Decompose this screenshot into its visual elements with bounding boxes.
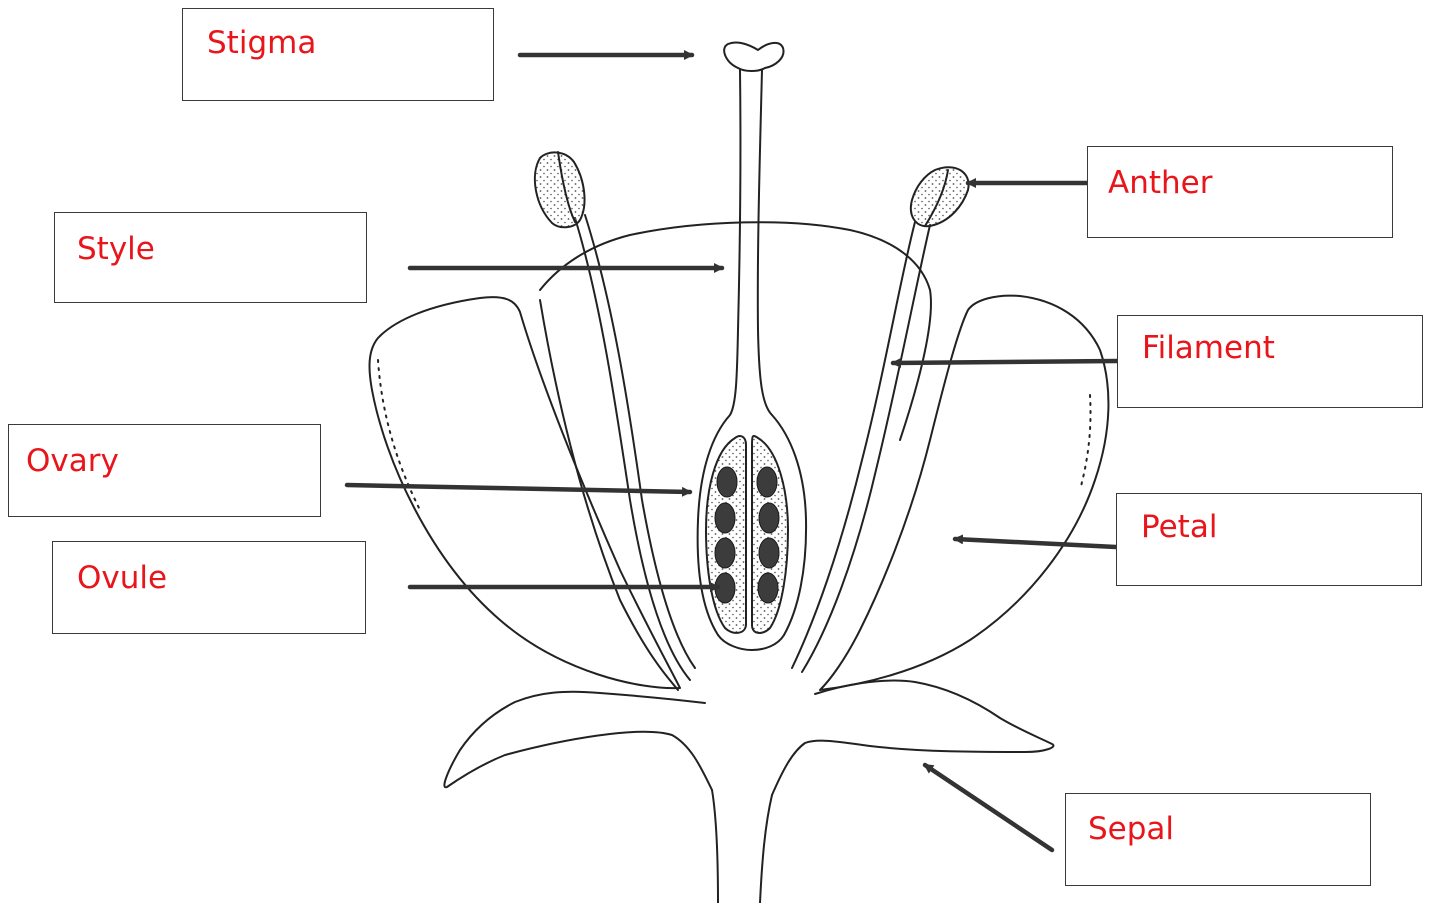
label-box-anther: Anther xyxy=(1087,146,1393,238)
arrow-sepal xyxy=(925,765,1052,850)
label-filament: Filament xyxy=(1142,333,1275,364)
sepal-left xyxy=(444,692,712,790)
anther-left xyxy=(535,152,585,227)
petal-inner-left xyxy=(540,300,678,690)
stem xyxy=(712,790,718,903)
ovary-shape xyxy=(718,635,784,650)
label-box-ovule: Ovule xyxy=(52,541,366,634)
filament-left xyxy=(585,215,695,668)
label-petal: Petal xyxy=(1141,512,1217,543)
label-box-style: Style xyxy=(54,212,367,303)
filament-left xyxy=(575,218,690,680)
sepal-right xyxy=(772,681,1053,795)
stigma-shape xyxy=(724,43,783,71)
petal-right xyxy=(820,296,1108,690)
label-box-sepal: Sepal xyxy=(1065,793,1371,886)
label-box-petal: Petal xyxy=(1116,493,1422,586)
filament-right xyxy=(802,225,930,672)
label-stigma: Stigma xyxy=(207,28,316,59)
label-ovule: Ovule xyxy=(77,563,167,594)
petal-right-line xyxy=(1080,395,1091,490)
arrow-petal xyxy=(955,539,1116,547)
stem xyxy=(760,795,772,903)
label-ovary: Ovary xyxy=(26,446,119,477)
anther-right xyxy=(911,167,969,226)
petal-back xyxy=(540,222,931,440)
label-box-ovary: Ovary xyxy=(8,424,321,517)
arrow-filament xyxy=(893,361,1117,363)
label-box-stigma: Stigma xyxy=(182,8,494,101)
arrow-ovary xyxy=(347,485,690,492)
filament-right xyxy=(792,222,915,668)
label-style: Style xyxy=(77,234,155,265)
label-anther: Anther xyxy=(1108,168,1212,199)
label-box-filament: Filament xyxy=(1117,315,1423,408)
ovary-chamber-right xyxy=(752,436,788,633)
label-sepal: Sepal xyxy=(1088,814,1174,845)
